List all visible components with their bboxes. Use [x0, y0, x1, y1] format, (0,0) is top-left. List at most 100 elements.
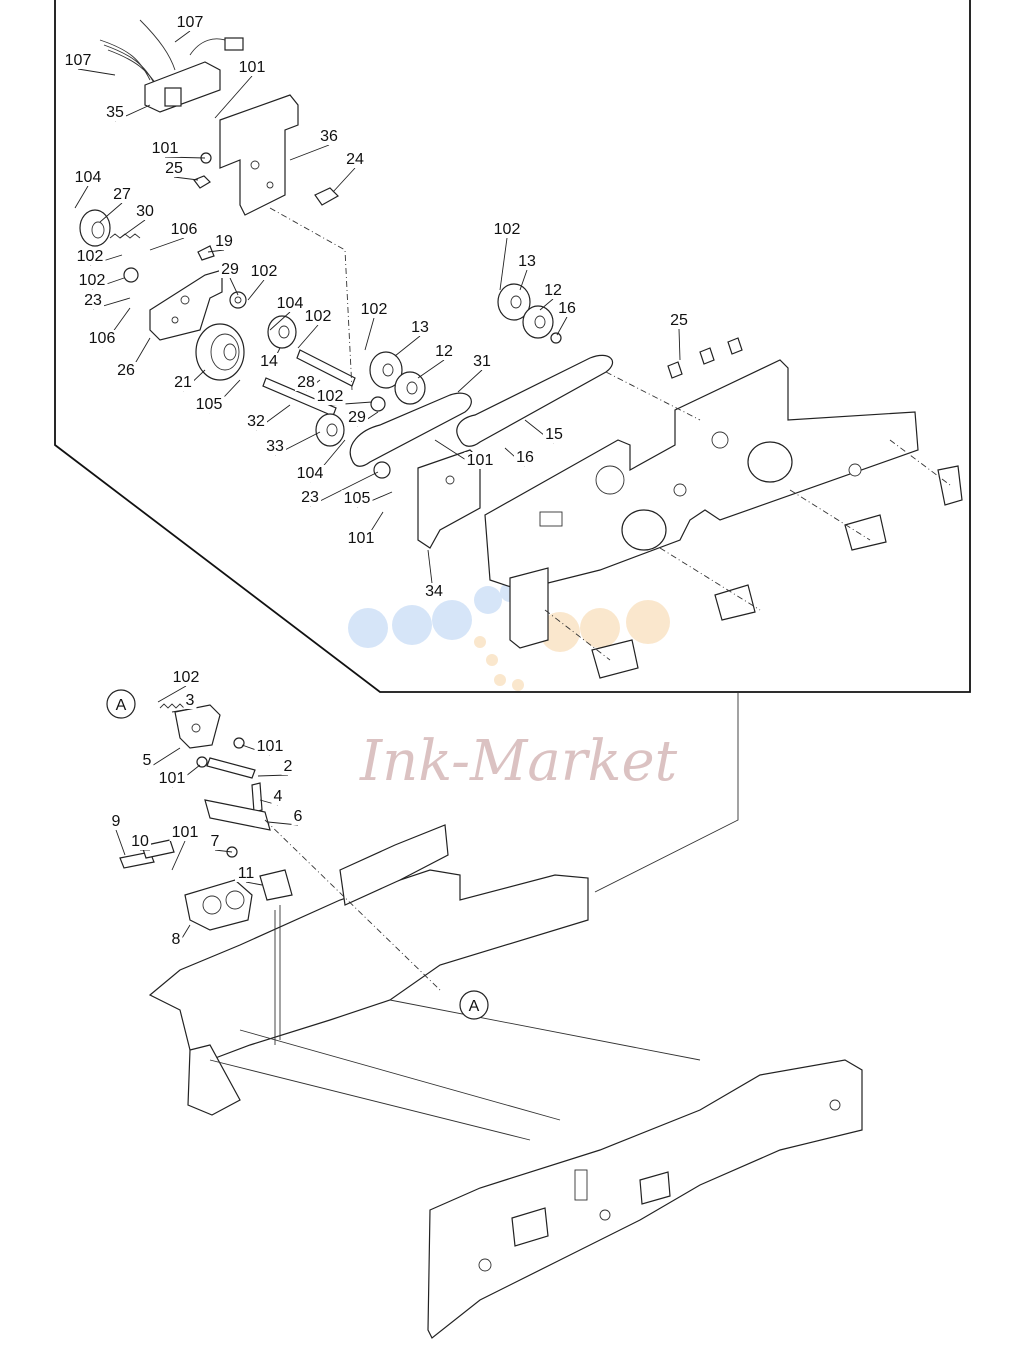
callout-label-102b: 102	[79, 272, 106, 289]
watermark: Ink-Market	[348, 582, 678, 794]
callout-label-15: 15	[545, 426, 563, 443]
watermark-dot	[432, 600, 472, 640]
callout-label-101a: 101	[239, 59, 266, 76]
callout-label-14: 14	[260, 353, 278, 370]
callout-label-102e: 102	[317, 388, 344, 405]
callout-leader-23b	[309, 471, 379, 507]
callout-label-23a: 23	[84, 292, 102, 309]
callout-label-13b: 13	[518, 253, 536, 270]
watermark-dot	[626, 600, 670, 644]
callout-leader-106a	[149, 237, 185, 251]
callout-label-23b: 23	[301, 489, 319, 506]
callout-bg-12a	[433, 343, 455, 360]
callout-label-33: 33	[266, 438, 284, 455]
callout-leader-107b	[77, 68, 116, 76]
callout-bg-24	[344, 151, 366, 168]
callout-bg-6	[291, 808, 305, 825]
callout-bg-27	[111, 186, 133, 203]
callout-bg-31	[471, 353, 493, 370]
callout-leader-102d	[297, 324, 319, 349]
callout-leader-11	[245, 881, 263, 886]
callout-label-3: 3	[186, 692, 195, 709]
callout-bg-11	[235, 865, 257, 882]
right-side-frame	[417, 337, 963, 679]
callout-bg-102c	[248, 263, 280, 280]
callout-leader-24	[332, 167, 356, 193]
callout-bg-19	[213, 233, 235, 250]
callout-label-101g: 101	[172, 824, 199, 841]
callout-label-29a: 29	[221, 261, 239, 278]
callout-leader-12b	[539, 298, 554, 311]
callout-leader-101a	[214, 75, 253, 119]
callout-label-12b: 12	[544, 282, 562, 299]
callout-bg-102d	[302, 308, 334, 325]
callout-label-36: 36	[320, 128, 338, 145]
watermark-dot	[486, 654, 498, 666]
callout-bg-30	[134, 203, 156, 220]
callout-leader-102f	[364, 317, 375, 351]
detail-inset-frame	[54, 0, 971, 693]
callout-bg-102h	[170, 669, 202, 686]
callout-bg-102g	[491, 221, 523, 238]
callout-bg-21	[172, 374, 194, 391]
callout-bg-104a	[72, 169, 104, 186]
callout-bg-105b	[341, 490, 373, 507]
callout-leader-30	[119, 219, 146, 239]
callout-bg-4	[271, 788, 285, 805]
callout-label-10: 10	[131, 833, 149, 850]
callout-bg-25a	[163, 160, 185, 177]
callout-bg-13a	[409, 319, 431, 336]
callout-label-106a: 106	[171, 221, 198, 238]
callout-label-101f: 101	[159, 770, 186, 787]
callout-bg-102b	[76, 272, 108, 289]
callout-leader-25a	[173, 176, 199, 181]
reference-marker-bottom: A	[459, 990, 489, 1020]
callout-leader-7	[214, 849, 233, 853]
callout-leader-29a	[229, 277, 239, 296]
watermark-dot	[580, 608, 620, 648]
callout-label-104c: 104	[297, 465, 324, 482]
callout-bg-106a	[168, 221, 200, 238]
callout-label-30: 30	[136, 203, 154, 220]
callout-bg-101b	[149, 140, 181, 157]
callout-label-105b: 105	[344, 490, 371, 507]
callout-bg-35	[104, 104, 126, 121]
callout-leader-101g	[171, 840, 186, 871]
svg-text:A: A	[116, 697, 127, 714]
callout-bg-32	[245, 413, 267, 430]
callout-bg-28	[295, 374, 317, 391]
callout-bg-101e	[254, 738, 286, 755]
callout-bg-107b	[62, 52, 94, 69]
callout-label-11: 11	[238, 865, 255, 882]
callout-label-102d: 102	[305, 308, 332, 325]
callout-label-8: 8	[172, 931, 181, 948]
callout-label-101c: 101	[348, 530, 375, 547]
callout-label-34: 34	[425, 583, 443, 600]
callout-bg-34	[423, 583, 445, 600]
callout-bg-23a	[82, 292, 104, 309]
callout-bg-3	[183, 692, 197, 709]
callout-label-24: 24	[346, 151, 364, 168]
callout-bg-102e	[314, 388, 346, 405]
callout-label-25a: 25	[165, 160, 183, 177]
callout-label-6: 6	[294, 808, 303, 825]
callout-label-25b: 25	[670, 312, 688, 329]
callout-label-102f: 102	[361, 301, 388, 318]
callout-label-102c: 102	[251, 263, 278, 280]
callout-leader-104a	[74, 185, 89, 209]
callout-leader-104b	[269, 311, 291, 331]
callout-bg-14	[258, 353, 280, 370]
callout-label-101d: 101	[467, 452, 494, 469]
inset-dash-lines	[269, 207, 701, 421]
callout-label-104b: 104	[277, 295, 304, 312]
callout-leader-102h	[157, 685, 187, 703]
callout-label-5: 5	[143, 752, 152, 769]
watermark-dots	[348, 582, 670, 691]
callout-label-9: 9	[112, 813, 121, 830]
callout-bg-8	[169, 931, 183, 948]
callout-label-12a: 12	[435, 343, 453, 360]
callout-bg-29a	[219, 261, 241, 278]
callout-bg-101a	[236, 59, 268, 76]
callout-leader-107a	[174, 30, 191, 43]
reference-marker-top: A	[106, 689, 136, 719]
